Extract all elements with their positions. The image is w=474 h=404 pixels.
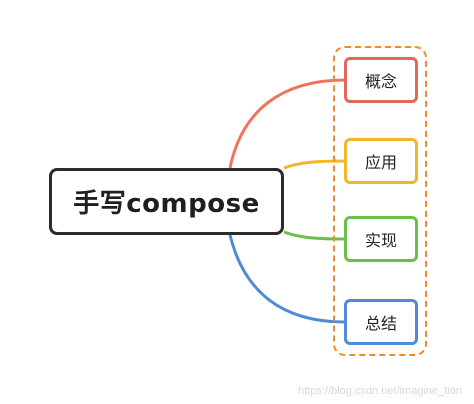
child-node-application[interactable]: 应用 xyxy=(344,138,418,184)
root-node[interactable]: 手写compose xyxy=(49,168,284,235)
connector-concept xyxy=(228,78,346,169)
connector-summary xyxy=(228,234,346,324)
watermark-text: https://blog.csdn.net/imagine_tion xyxy=(298,385,462,397)
child-node-label: 实现 xyxy=(364,231,397,250)
connector-implementation xyxy=(283,230,346,241)
child-node-implementation[interactable]: 实现 xyxy=(344,216,418,262)
connector-application xyxy=(283,159,346,170)
child-node-concept[interactable]: 概念 xyxy=(344,57,418,103)
child-node-label: 应用 xyxy=(364,153,397,172)
children-group-frame xyxy=(333,46,427,356)
child-node-label: 总结 xyxy=(364,314,397,333)
child-node-summary[interactable]: 总结 xyxy=(344,299,418,345)
child-node-label: 概念 xyxy=(364,72,397,91)
root-node-label: 手写compose xyxy=(73,189,260,219)
